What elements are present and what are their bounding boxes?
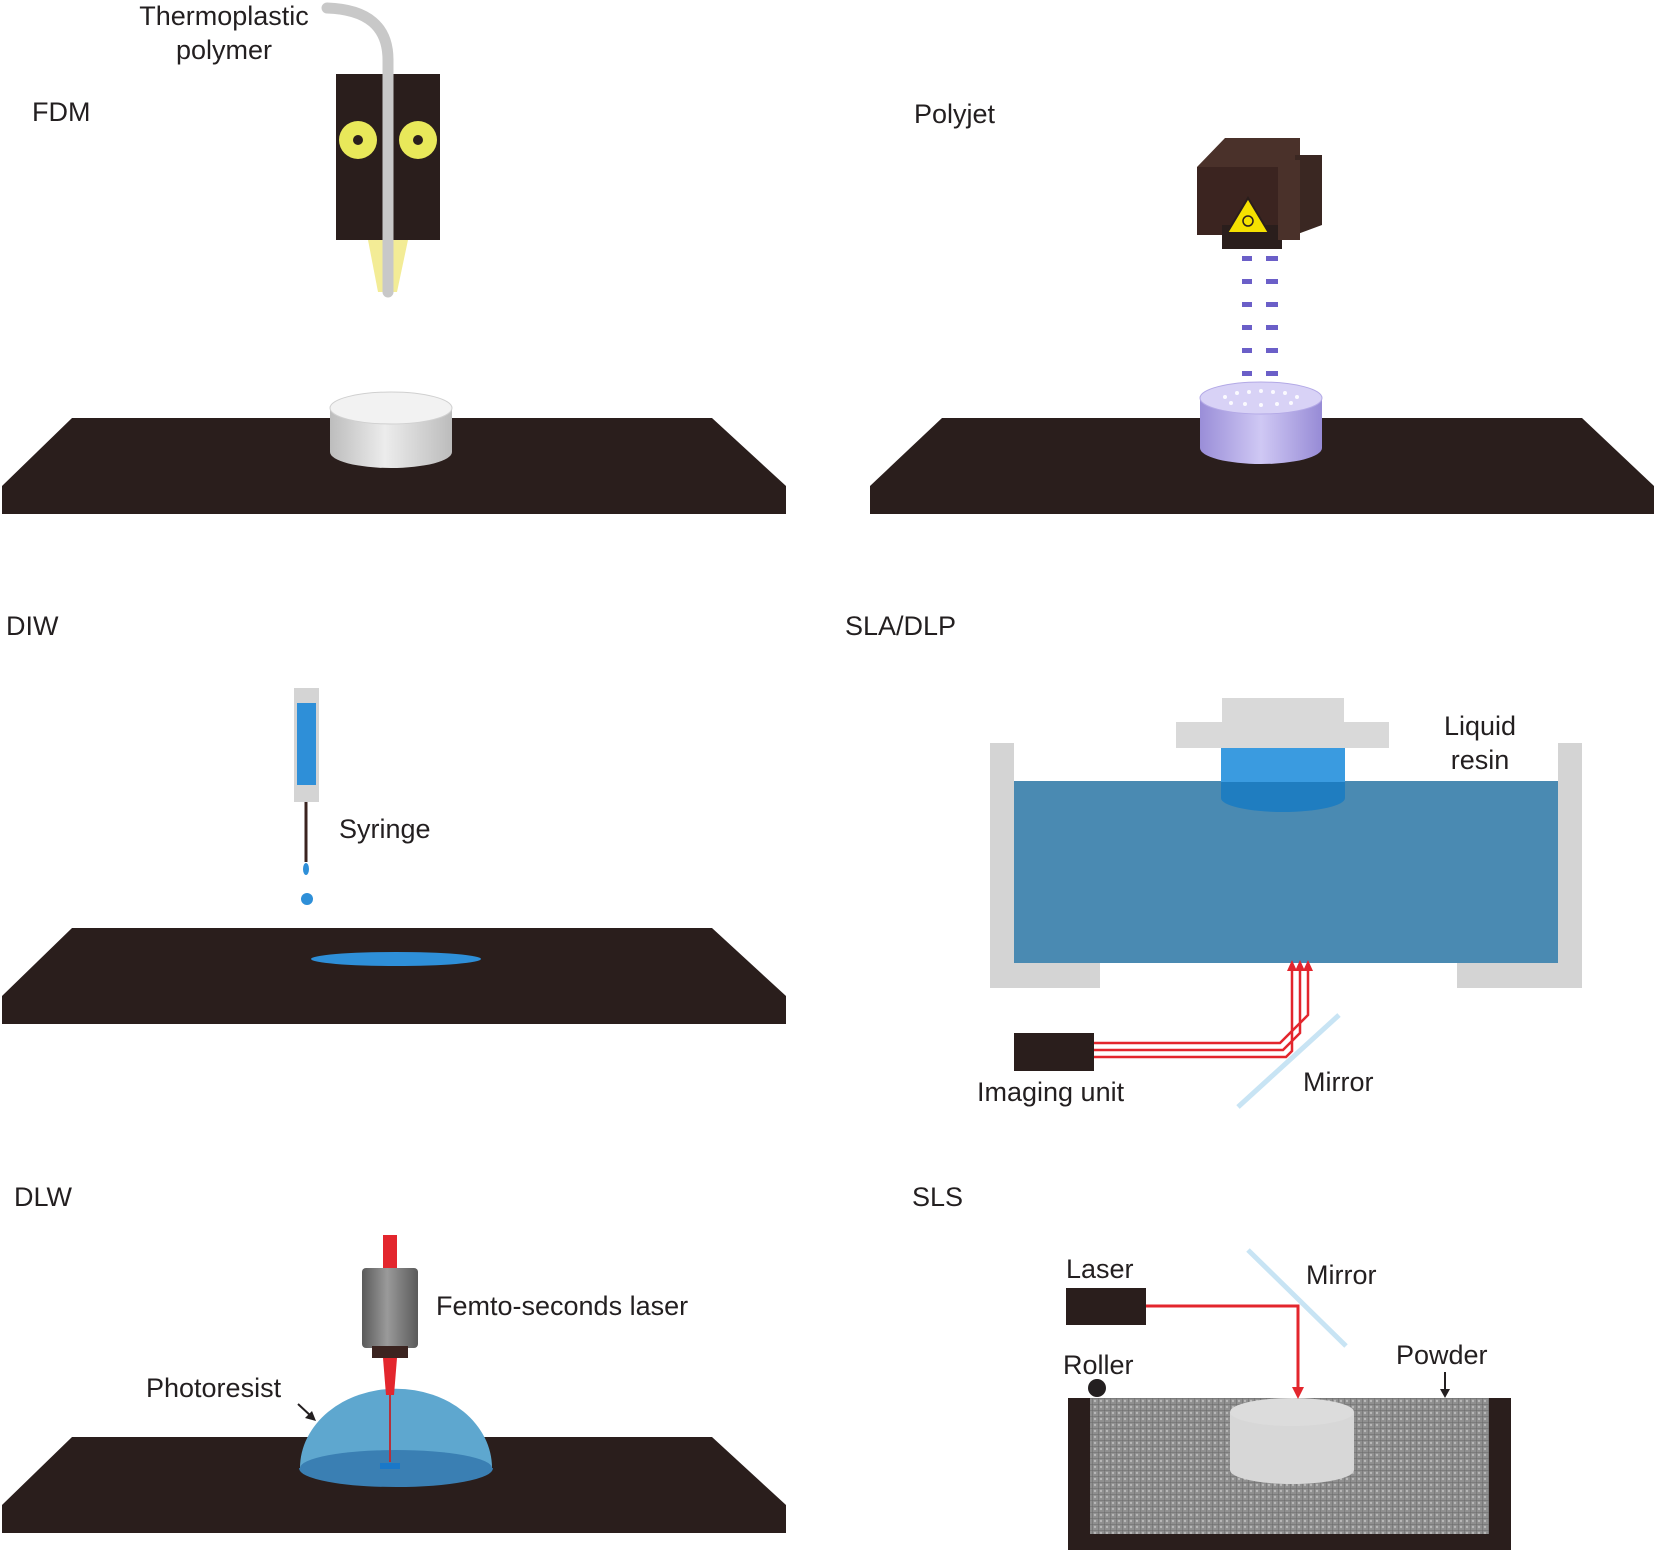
sla-label-liquid: Liquid xyxy=(1444,711,1516,741)
beam-arrowheads xyxy=(1287,960,1313,971)
polyjet-build-platform xyxy=(870,418,1654,514)
build-plate xyxy=(1176,698,1389,748)
sls-panel: SLS Laser Mirror Roller Powder xyxy=(912,1182,1511,1550)
sls-laser-unit xyxy=(1066,1288,1146,1325)
focused-laser-beam xyxy=(383,1358,397,1395)
ink-droplet xyxy=(301,893,313,905)
dlw-title: DLW xyxy=(14,1182,73,1212)
fdm-label-polymer: polymer xyxy=(176,35,272,65)
laser-beam-input xyxy=(383,1235,397,1276)
dlw-panel: DLW Femto-seconds laser Photoresist xyxy=(2,1182,786,1533)
sla-label-imaging-unit: Imaging unit xyxy=(977,1077,1125,1107)
sls-beam-arrowhead xyxy=(1292,1387,1304,1399)
fdm-printed-part xyxy=(329,391,453,468)
roller xyxy=(1088,1379,1106,1397)
sla-label-mirror: Mirror xyxy=(1303,1067,1373,1097)
sls-mirror xyxy=(1246,1248,1348,1348)
deposited-ink xyxy=(311,952,481,966)
diw-label-syringe: Syringe xyxy=(339,814,431,844)
sls-laser-beam xyxy=(1146,1304,1300,1390)
diw-panel: DIW Syringe xyxy=(2,611,786,1024)
imaging-beams xyxy=(1092,966,1310,1059)
sls-label-mirror: Mirror xyxy=(1306,1260,1376,1290)
written-structure xyxy=(380,1463,400,1469)
sla-title: SLA/DLP xyxy=(845,611,956,641)
dlw-label-photoresist: Photoresist xyxy=(146,1373,282,1403)
diw-build-platform xyxy=(2,928,786,1024)
sla-panel: SLA/DLP Liquid resin Imaging unit Mirror xyxy=(845,611,1582,1109)
hazard-icon xyxy=(1225,196,1271,234)
sla-label-resin: resin xyxy=(1451,745,1510,775)
sls-title: SLS xyxy=(912,1182,963,1212)
polyjet-droplets xyxy=(1242,256,1278,376)
objective-lens xyxy=(362,1268,418,1348)
sls-label-roller: Roller xyxy=(1063,1350,1134,1380)
polyjet-printed-part xyxy=(1199,381,1323,464)
sls-label-laser: Laser xyxy=(1066,1254,1134,1284)
sla-mirror xyxy=(1236,1013,1341,1109)
powder-arrow-icon xyxy=(1440,1372,1450,1398)
diw-title: DIW xyxy=(6,611,59,641)
fdm-panel: FDM Thermoplastic polymer xyxy=(2,1,786,514)
syringe xyxy=(294,688,319,875)
thermoplastic-filament xyxy=(321,2,394,298)
polyjet-title: Polyjet xyxy=(914,99,996,129)
fdm-label-thermoplastic: Thermoplastic xyxy=(139,1,309,31)
photoresist-arrow-icon xyxy=(297,1403,316,1421)
sla-printed-part xyxy=(1221,748,1345,812)
imaging-unit xyxy=(1014,1033,1094,1071)
sls-label-powder: Powder xyxy=(1396,1340,1488,1370)
dlw-label-laser: Femto-seconds laser xyxy=(436,1291,688,1321)
polyjet-panel: Polyjet xyxy=(870,99,1654,514)
fdm-title: FDM xyxy=(32,97,90,127)
sls-printed-part xyxy=(1230,1398,1354,1484)
photoresist-drop xyxy=(299,1388,493,1487)
